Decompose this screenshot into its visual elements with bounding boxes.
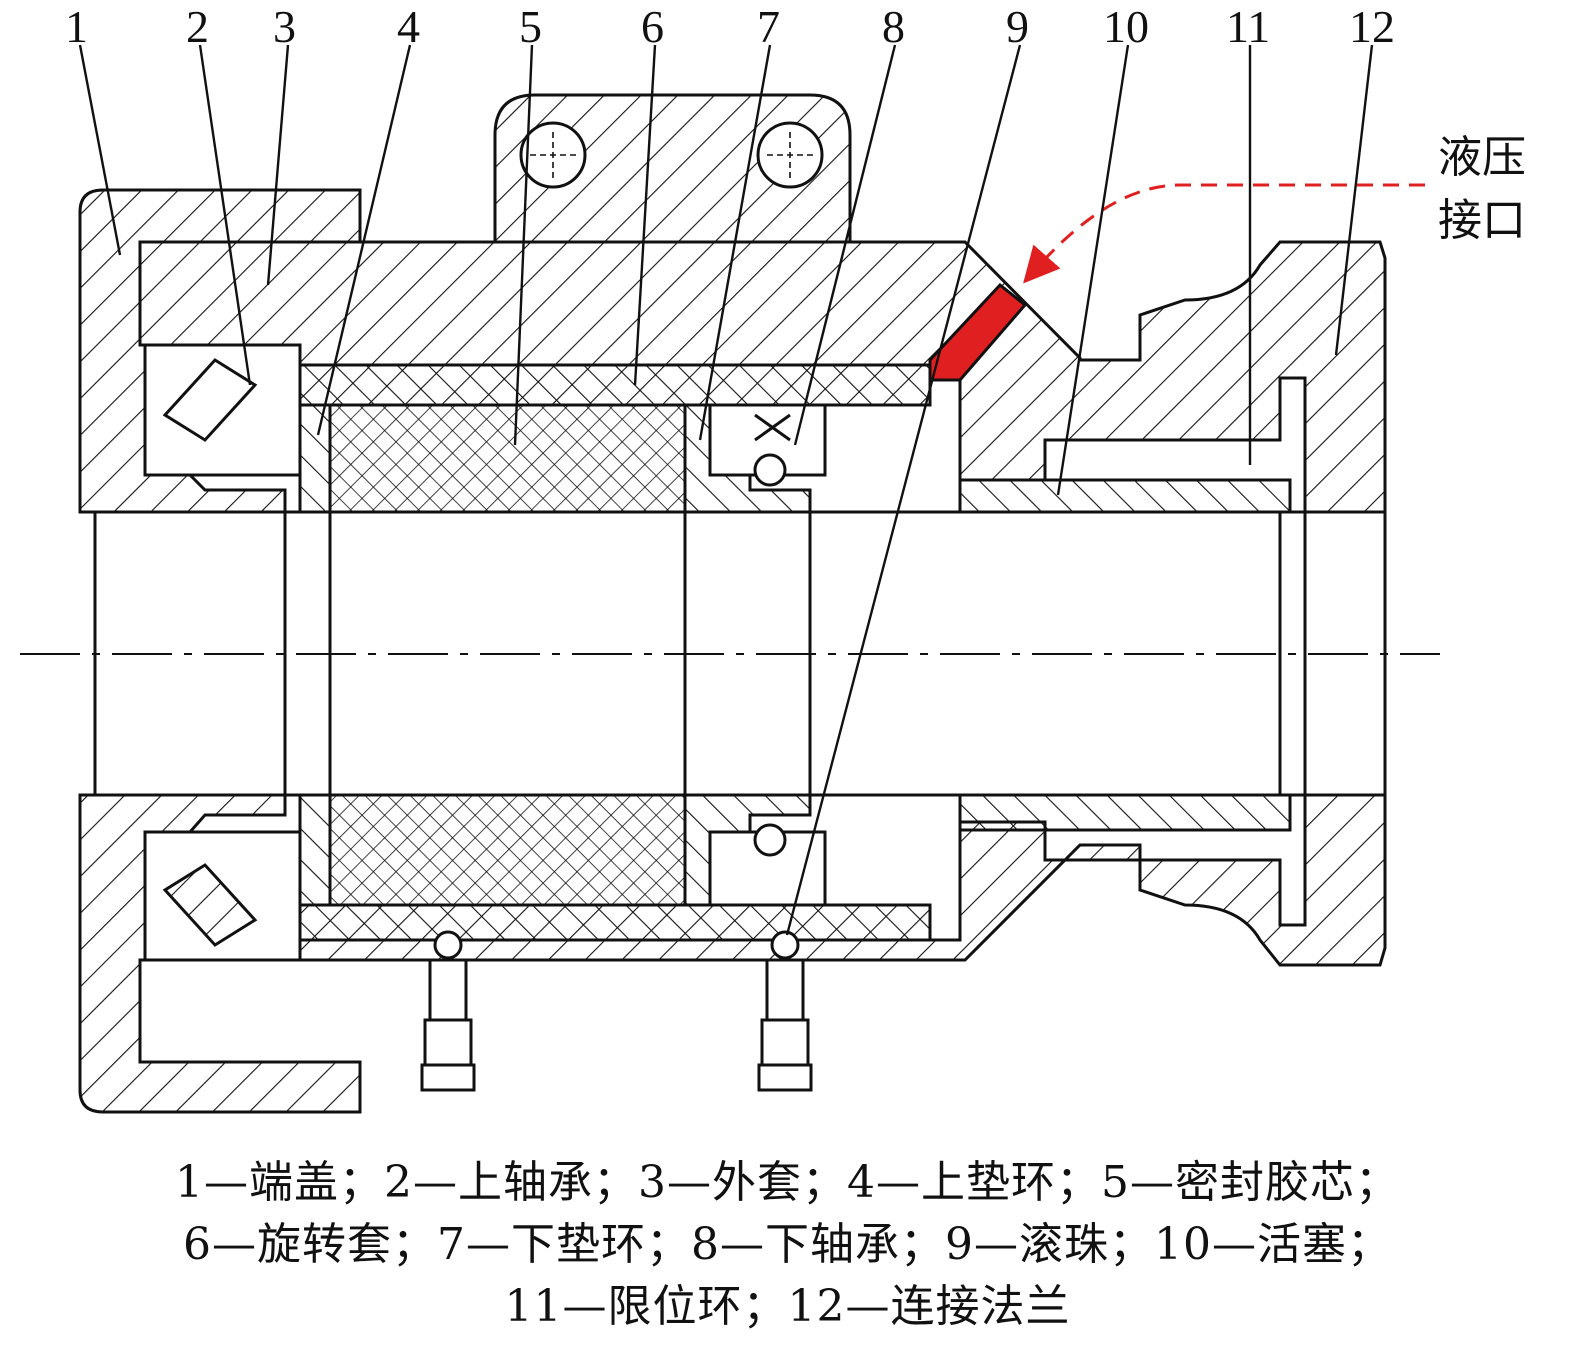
callout-5: 5 [519, 1, 542, 52]
legend-line-2: 6—旋转套；7—下垫环；8—下轴承；9—滚珠；10—活塞； [183, 1219, 1392, 1270]
legend-line-3: 11—限位环；12—连接法兰 [504, 1281, 1071, 1332]
mounting-boss [493, 93, 852, 244]
leader-9 [785, 44, 1022, 936]
callout-1: 1 [65, 1, 88, 52]
piston-lower [958, 793, 1292, 832]
leader-1 [78, 44, 122, 256]
legend-line-1: 1—端盖；2—上轴承；3—外套；4—上垫环；5—密封胶芯； [175, 1157, 1400, 1208]
end-cap-upper [78, 188, 362, 514]
leader-8 [793, 44, 897, 446]
leader-7 [698, 44, 772, 441]
hydraulic-port-label-line2: 接口 [1438, 195, 1526, 246]
leader-2 [198, 44, 252, 386]
piston-upper [958, 478, 1292, 514]
end-cap-lower [78, 793, 362, 1114]
leader-12 [1334, 44, 1374, 356]
callout-12: 12 [1349, 1, 1395, 52]
callout-3: 3 [273, 1, 296, 52]
callout-4: 4 [397, 1, 420, 52]
leader-10 [1056, 44, 1130, 496]
sealing-core-lower [328, 793, 687, 907]
hydraulic-port-label-line1: 液压 [1438, 132, 1526, 183]
leader-4 [316, 44, 412, 436]
leader-6 [633, 44, 657, 386]
callout-6: 6 [641, 1, 664, 52]
leader-5 [513, 44, 534, 446]
callout-10: 10 [1103, 1, 1149, 52]
leader-3 [266, 44, 290, 286]
callout-9: 9 [1006, 1, 1029, 52]
sealing-core-upper [328, 403, 687, 514]
hydraulic-channel [928, 282, 1028, 382]
callout-8: 8 [882, 1, 905, 52]
callout-11: 11 [1226, 1, 1270, 52]
callout-7: 7 [757, 1, 780, 52]
callout-2: 2 [186, 1, 209, 52]
legend: 1—端盖；2—上轴承；3—外套；4—上垫环；5—密封胶芯； 6—旋转套；7—下垫… [0, 1152, 1575, 1338]
hydraulic-port-arrow [1023, 183, 1425, 284]
